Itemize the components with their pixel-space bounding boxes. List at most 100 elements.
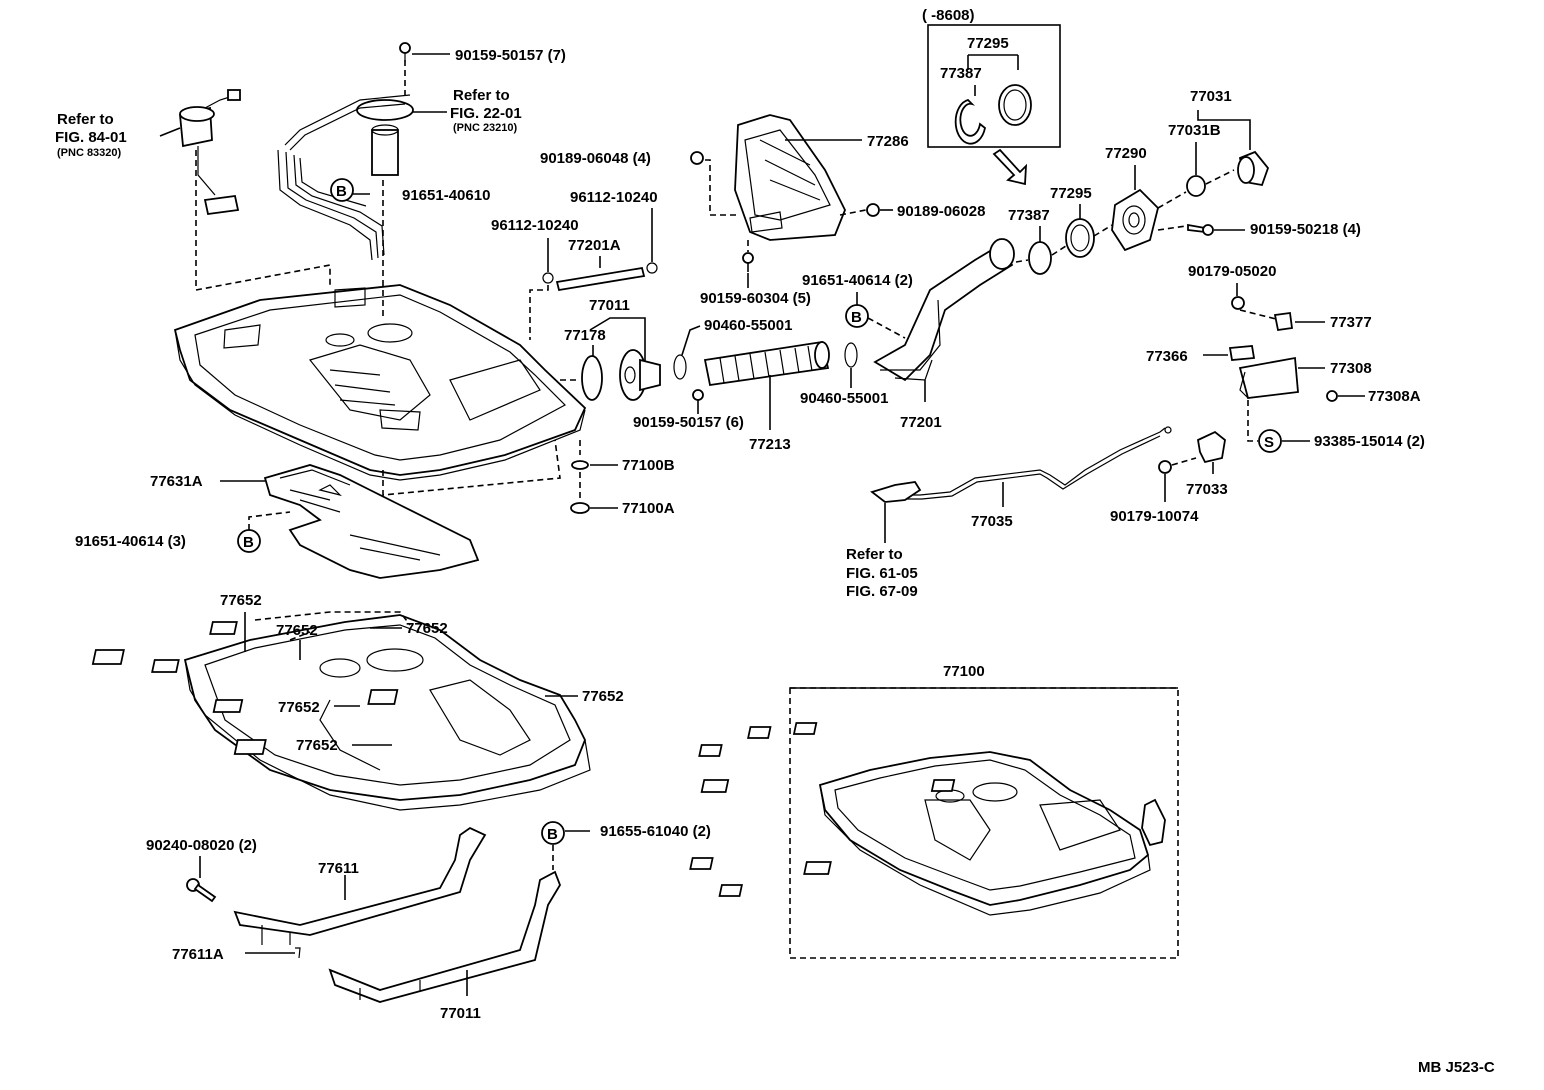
filler-pipe-base-77290 — [1111, 188, 1159, 252]
inset-box-8608: ( -8608) 77295 77387 — [922, 7, 1061, 148]
label-90159-60304: 90159-60304 (5) — [700, 290, 811, 307]
label-77308A: 77308A — [1368, 388, 1421, 405]
label-77031B: 77031B — [1168, 122, 1221, 139]
label-96112-10240-a: 96112-10240 — [570, 189, 658, 206]
arrow-icon — [992, 148, 1028, 186]
label-fig-61-05: FIG. 61-05 — [846, 565, 918, 582]
label-90179-10074: 90179-10074 — [1110, 508, 1199, 525]
label-77611: 77611 — [318, 860, 359, 877]
pads-77652 — [91, 621, 399, 755]
tank-strap-77611 — [233, 826, 487, 945]
fuel-tank-assembly-77100 — [818, 751, 1166, 916]
heat-insulator — [734, 114, 846, 241]
nut-icon — [1231, 296, 1245, 310]
clip-icon — [690, 151, 704, 165]
label-90179-05020: 90179-05020 — [1188, 263, 1276, 280]
fuel-cap-77031 — [1237, 150, 1270, 187]
label-77178: 77178 — [564, 327, 606, 344]
filler-pipe-flange — [619, 349, 661, 401]
fuel-filler-pipe — [873, 238, 1015, 382]
label-77295-top: 77295 — [967, 35, 1009, 52]
badge-s-1: S — [1258, 429, 1282, 453]
fuel-sender-gauge — [179, 89, 241, 216]
label-fig-22-01: FIG. 22-01 — [450, 105, 522, 122]
tank-protector-77631A — [263, 464, 480, 579]
label-90240-08020: 90240-08020 (2) — [146, 837, 257, 854]
label-77366: 77366 — [1146, 348, 1188, 365]
label-90159-50218: 90159-50218 (4) — [1250, 221, 1361, 238]
label-77652-e: 77652 — [582, 688, 624, 705]
label-fig-67-09: FIG. 67-09 — [846, 583, 918, 600]
label-77387-top: 77387 — [940, 65, 982, 82]
label-90189-06028: 90189-06028 — [897, 203, 985, 220]
fuel-pump-assembly — [277, 94, 414, 261]
seal-77295 — [1065, 218, 1095, 258]
label-90189-06048: 90189-06048 (4) — [540, 150, 651, 167]
label-77611A: 77611A — [172, 946, 224, 963]
clamp-icon — [673, 354, 687, 380]
label-77033: 77033 — [1186, 481, 1228, 498]
snap-ring-77387 — [1028, 241, 1052, 275]
breather-hose — [555, 266, 646, 292]
label-77201A: 77201A — [568, 237, 621, 254]
label-91651-40614-2: 91651-40614 (2) — [802, 272, 913, 289]
label-fig-84-01: FIG. 84-01 — [55, 129, 127, 146]
label-77035: 77035 — [971, 513, 1013, 530]
label-refer-to-c: Refer to — [846, 546, 903, 563]
bolt-icon — [399, 42, 411, 62]
drain-plug — [570, 502, 590, 514]
hinge-77377 — [1273, 311, 1294, 332]
label-pnc-23210: (PNC 23210) — [453, 122, 518, 134]
label-77100A: 77100A — [622, 500, 675, 517]
svg-text:B: B — [547, 826, 558, 843]
label-77290: 77290 — [1105, 145, 1147, 162]
label-77295: 77295 — [1050, 185, 1092, 202]
badge-b-4: B — [541, 821, 565, 845]
assembly-77100-box — [789, 687, 1179, 959]
clip-icon — [866, 203, 880, 217]
svg-text:B: B — [243, 534, 254, 551]
svg-text:B: B — [851, 309, 862, 326]
label-96112-10240-b: 96112-10240 — [491, 217, 579, 234]
label-90460-55001-a: 90460-55001 — [704, 317, 792, 334]
gasket-77178 — [581, 355, 603, 401]
snap-ring — [954, 98, 986, 145]
label-77652-f: 77652 — [296, 737, 338, 754]
label-77387: 77387 — [1008, 207, 1050, 224]
label-77286: 77286 — [867, 133, 909, 150]
label-93385-15014: 93385-15014 (2) — [1314, 433, 1425, 450]
label-77031: 77031 — [1190, 88, 1232, 105]
bolt-icon — [692, 389, 704, 408]
label-77631A: 77631A — [150, 473, 203, 490]
label-77011-bottom: 77011 — [440, 1005, 481, 1022]
label-91651-40614-3: 91651-40614 (3) — [75, 533, 186, 550]
label-refer-to-a: Refer to — [453, 87, 510, 104]
label-91651-40610: 91651-40610 — [402, 187, 490, 204]
screw-icon — [1187, 223, 1214, 236]
badge-b-1: B — [330, 178, 354, 202]
svg-text:S: S — [1264, 434, 1274, 451]
drain-gasket — [571, 460, 589, 470]
lid-lock-77033 — [1197, 430, 1226, 464]
label-77652-a: 77652 — [220, 592, 262, 609]
label-77100: 77100 — [943, 663, 985, 680]
label-77652-d: 77652 — [278, 699, 320, 716]
label-77377: 77377 — [1330, 314, 1372, 331]
label-77011-top: 77011 — [589, 297, 630, 314]
tank-strap-77011 — [328, 870, 561, 1003]
label-77213: 77213 — [749, 436, 791, 453]
pads-assembly — [689, 722, 956, 897]
label-90159-50157-6: 90159-50157 (6) — [633, 414, 744, 431]
cap-gasket — [1186, 175, 1206, 197]
diagram-code: MB J523-C — [1418, 1059, 1495, 1076]
fuel-lid-77308 — [1238, 356, 1299, 399]
label-pnc-83320: (PNC 83320) — [57, 147, 122, 159]
label-91655-61040: 91655-61040 (2) — [600, 823, 711, 840]
clamp-icon — [542, 272, 554, 284]
bolt-icon — [186, 878, 217, 903]
spring-77366 — [1228, 345, 1256, 361]
label-8608: ( -8608) — [922, 7, 975, 24]
nut-icon — [1158, 460, 1172, 474]
clamp-icon — [844, 342, 858, 368]
